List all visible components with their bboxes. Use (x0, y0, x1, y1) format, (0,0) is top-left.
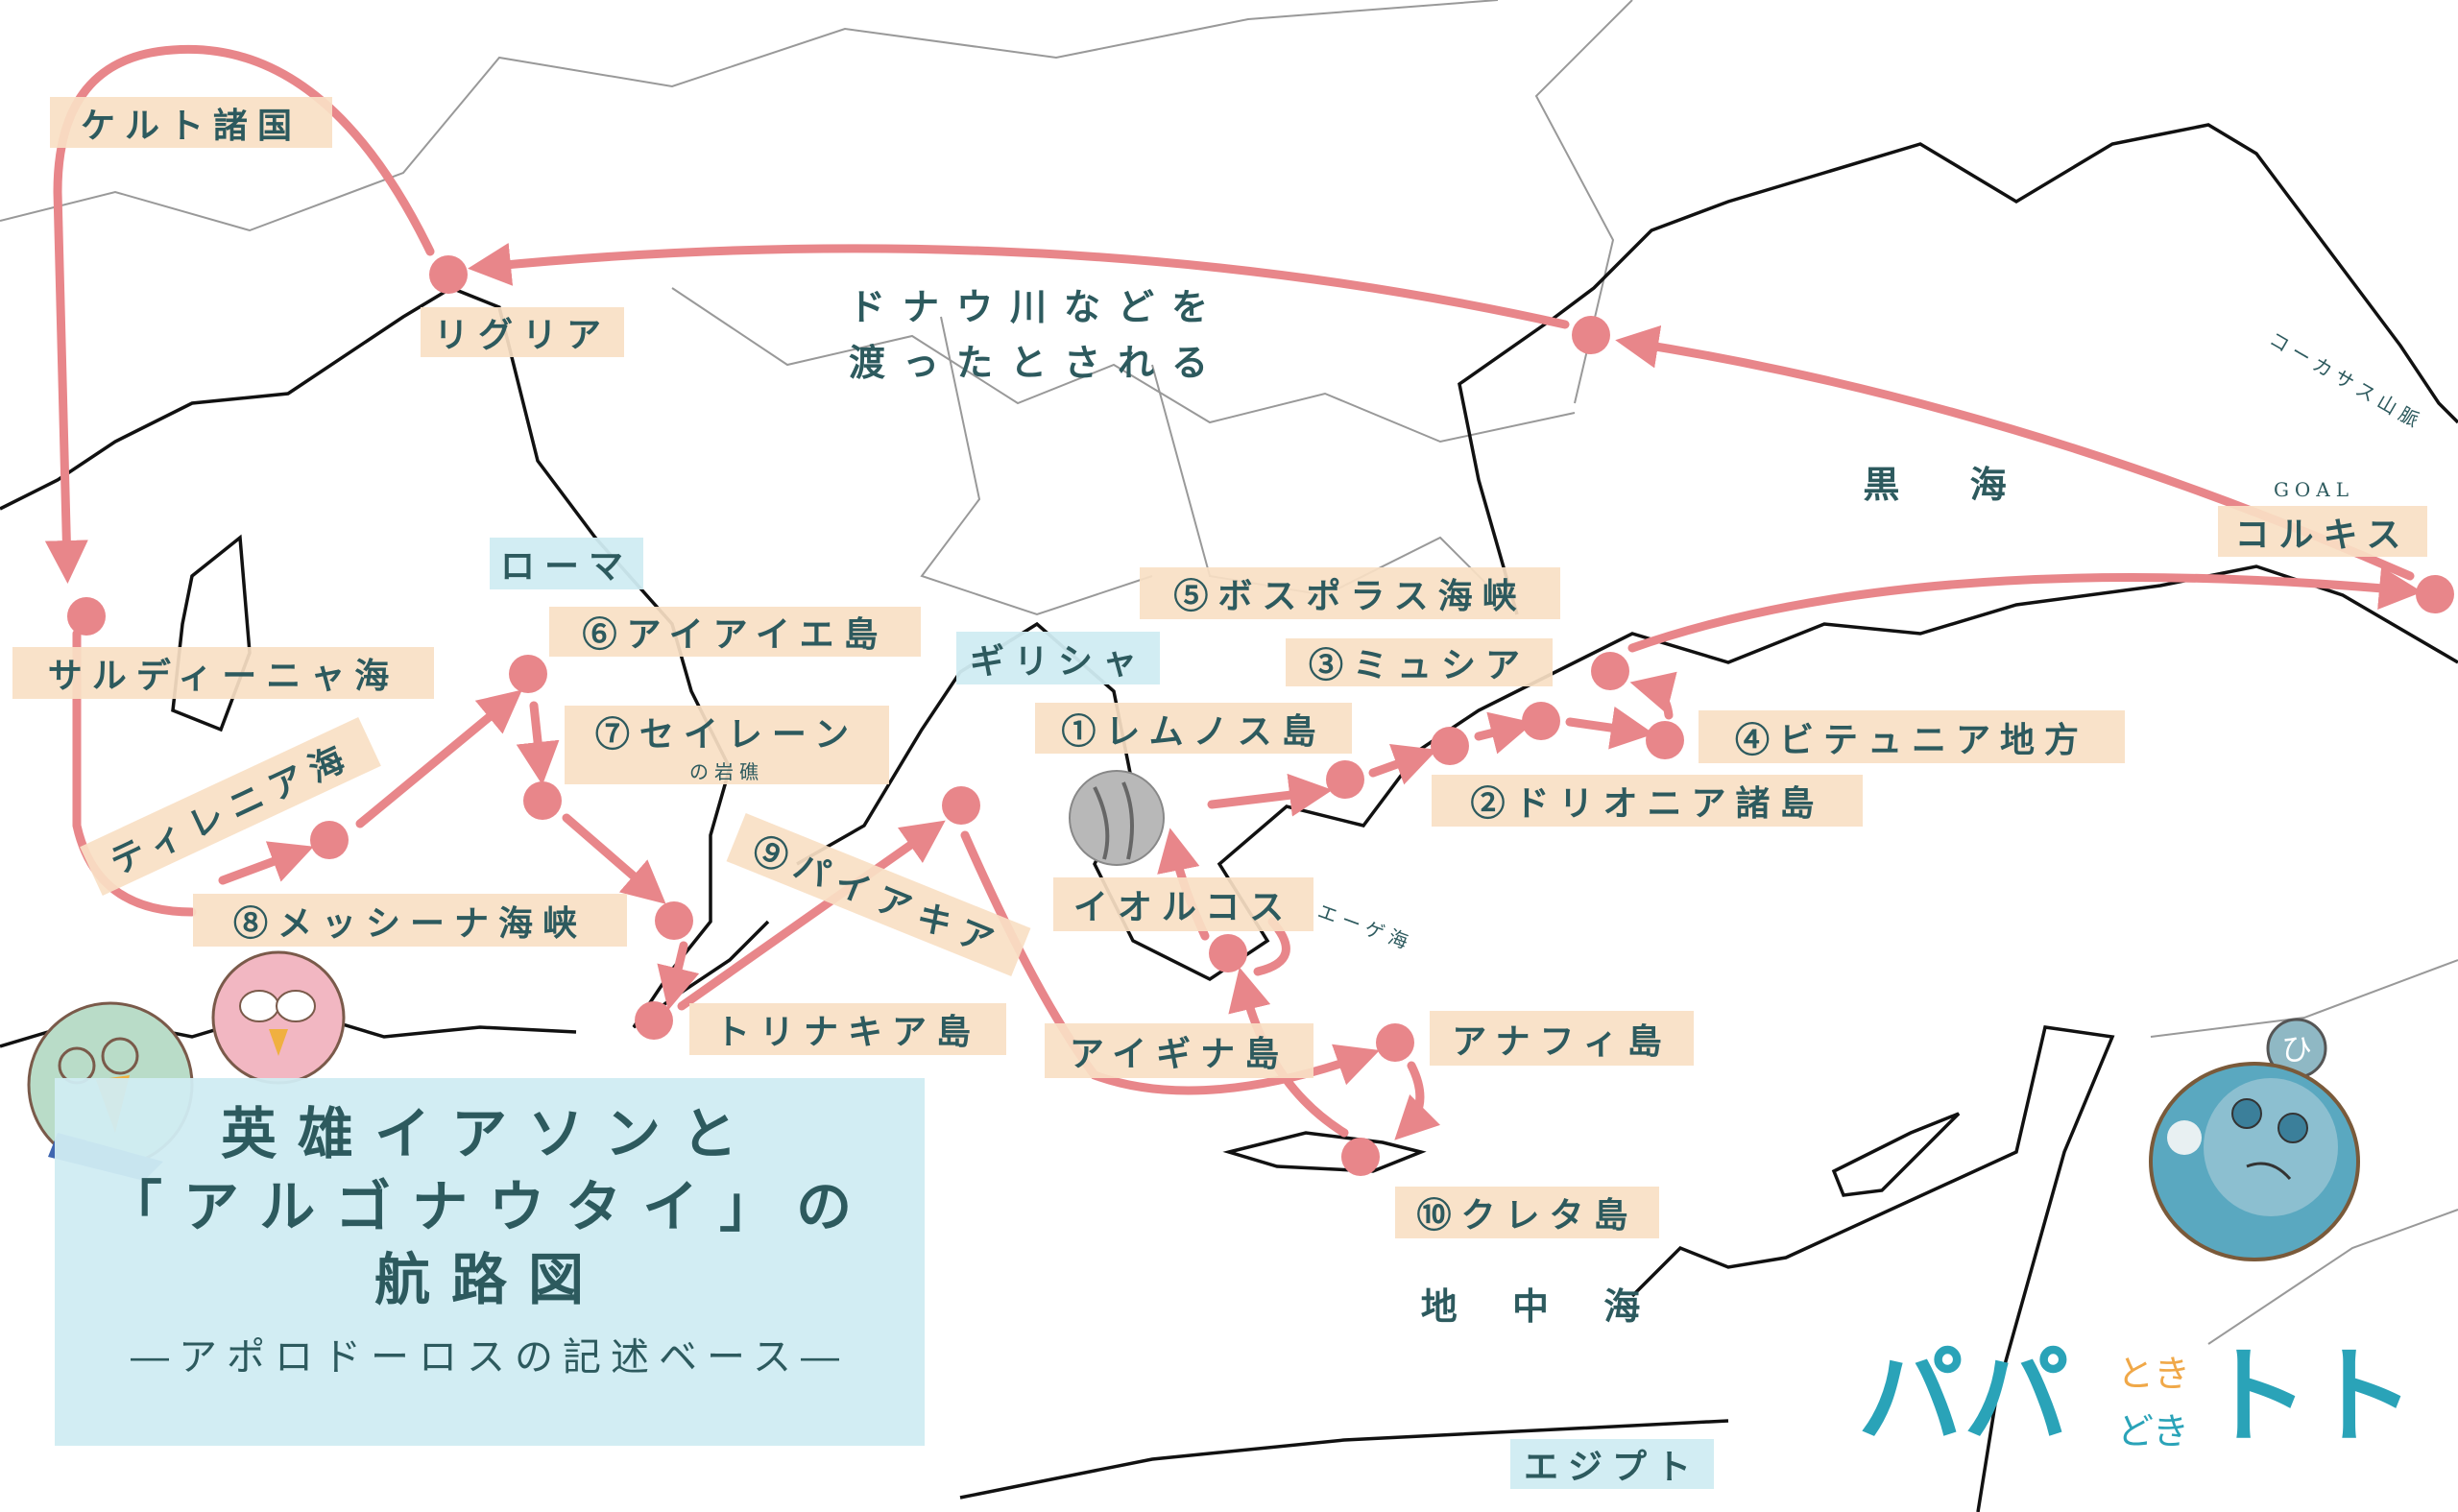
title-line-1: 英雄イアソンと (220, 1101, 759, 1166)
route-aiaie-to-sirens (516, 701, 560, 785)
route-to-tyrrhenian (218, 841, 314, 885)
mascot-hat-letter: ひ (2281, 1031, 2312, 1068)
label-lemnos: ①レムノス島 (1035, 703, 1352, 754)
route-bosporus-to-colchis (1627, 566, 2422, 653)
papa-toto-logo: パパ とき どき トト (1858, 1334, 2434, 1459)
route-danube-to-liguria (468, 242, 1570, 329)
label-bosporus: ⑤ボスポラス海峡 (1140, 567, 1560, 619)
label-celts: ケルト諸国 (50, 97, 332, 148)
stop-lemnos (1326, 760, 1364, 799)
label-thrinacia: トリナキア島 (689, 1003, 1006, 1055)
stop-colchis (2416, 575, 2454, 613)
route-messina-to-thrinacia (657, 941, 700, 1011)
stop-liguria (429, 255, 468, 294)
title-subtitle: ―アポロドーロスの記述ベース― (131, 1335, 849, 1380)
title-panel: 英雄イアソンと 「アルゴナウタイ」の 航路図 ―アポロドーロスの記述ベース― (55, 1078, 925, 1446)
stop-anaphe (1376, 1023, 1414, 1062)
stop-bithynia (1646, 721, 1684, 759)
stop-bosporus (1591, 652, 1629, 690)
title-line-2: 「アルゴナウタイ」の (106, 1174, 874, 1239)
label-crete: ⑩クレタ島 (1395, 1187, 1659, 1238)
stop-phaeacia (942, 786, 980, 825)
label-sirens-main: ⑦セイレーン (594, 713, 859, 755)
jason-medallion (1069, 770, 1165, 866)
label-sirens-sub: の岩礁 (689, 759, 764, 783)
stop-sardinia (67, 597, 106, 636)
label-goal: GOAL (2273, 478, 2355, 501)
route-sirens-to-messina (562, 813, 666, 904)
stop-tyrrhenian (310, 821, 349, 859)
label-aegina: アイギナ島 (1045, 1023, 1313, 1078)
stop-mysia-east (1522, 702, 1560, 740)
label-messina: ⑧メッシーナ海峡 (193, 894, 627, 947)
label-sardinia-sea: サルディーニャ海 (12, 647, 434, 699)
label-black-sea: 黒 海 (1863, 462, 2036, 506)
route-stops (67, 255, 2454, 1176)
label-danube-line1: ドナウ川などを (848, 284, 1225, 328)
route-lemnos-to-doliones (1368, 743, 1437, 785)
stop-crete (1341, 1138, 1380, 1176)
route-doliones-to-mysia (1474, 711, 1534, 755)
label-colchis: コルキス (2218, 506, 2427, 557)
label-mysia: ③ミュシア (1286, 638, 1553, 686)
stop-aiaie (509, 655, 547, 693)
route-mysia-to-bithynia (1565, 706, 1654, 750)
logo-sub-top: とき (2117, 1353, 2191, 1395)
label-egypt: エジプト (1510, 1439, 1714, 1489)
label-aiaie: ⑥アイアイエ島 (549, 607, 921, 657)
label-sirens: ⑦セイレーン の岩礁 (565, 706, 889, 784)
title-line-3: 航路図 (374, 1247, 605, 1312)
route-tyrrhenian-to-aiaie (355, 689, 522, 828)
label-iolcos: イオルコス (1053, 877, 1313, 931)
label-danube-line2: 渡ったとされる (848, 340, 1225, 384)
label-anaphe: アナフィ島 (1430, 1011, 1694, 1066)
label-doliones: ②ドリオニア諸島 (1432, 775, 1863, 827)
route-anaphe-to-crete (1394, 1061, 1440, 1140)
logo-main-right: トト (2204, 1335, 2415, 1458)
monkey-mascot: ひ (2149, 1018, 2360, 1261)
route-iolcos-to-lemnos (1207, 773, 1333, 817)
label-greece: ギリシャ (956, 632, 1160, 684)
label-mediterranean: 地 中 海 (1420, 1284, 1662, 1328)
stop-aegina (1209, 934, 1247, 972)
logo-main-left: パパ (1858, 1335, 2069, 1458)
logo-sub-bottom: どき (2117, 1410, 2189, 1452)
stop-doliones (1431, 727, 1469, 765)
route-bithynia-back (1629, 671, 1677, 720)
label-bithynia: ④ビテュニア地方 (1699, 710, 2125, 763)
country-borders (0, 0, 2458, 1345)
stop-messina (655, 901, 693, 940)
stop-thrinacia (635, 1001, 673, 1040)
stop-danube-mouth (1572, 316, 1610, 354)
stop-sirens (523, 781, 562, 820)
label-rome: ローマ (490, 538, 643, 589)
label-liguria: リグリア (421, 307, 624, 357)
route-thrinacia-to-phaeacia (677, 820, 946, 1011)
